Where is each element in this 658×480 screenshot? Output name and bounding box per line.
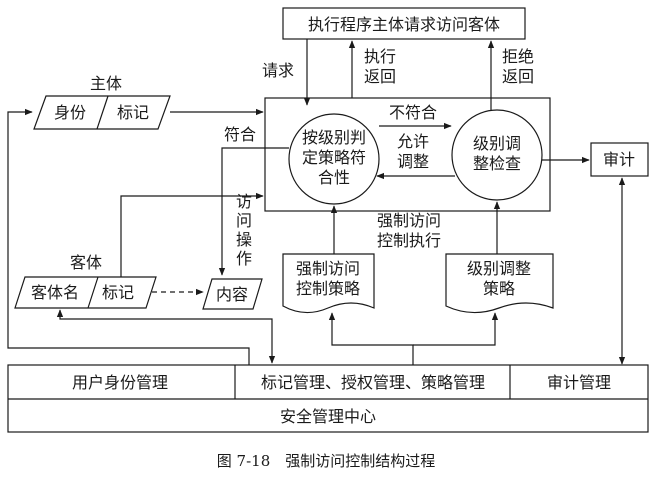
policy-check-circle bbox=[288, 113, 380, 205]
object-to-frame-arrow bbox=[120, 192, 264, 277]
object-label: 客体 bbox=[70, 253, 102, 272]
access-op-arrow bbox=[218, 147, 289, 276]
level-adjust-line-2: 整检查 bbox=[473, 154, 521, 173]
level-policy-line-2: 策略 bbox=[483, 279, 515, 298]
subject-divider bbox=[96, 95, 109, 130]
reject-return-label-2: 返回 bbox=[502, 67, 534, 86]
subject-identity: 身份 bbox=[54, 103, 86, 122]
exec-return-label-1: 执行 bbox=[364, 47, 396, 66]
level-adjust-line-1: 级别调 bbox=[473, 134, 521, 153]
mgmt-object-arrow bbox=[56, 309, 276, 364]
mgmt-to-level-doc-arrow bbox=[413, 312, 499, 346]
conform-label: 符合 bbox=[224, 125, 256, 144]
mark-auth-policy-mgmt: 标记管理、授权管理、策略管理 bbox=[261, 373, 485, 392]
policy-check-line-1: 按级别判 bbox=[302, 128, 366, 147]
request-label: 请求 bbox=[262, 61, 294, 80]
mac-policy-line-1: 强制访问 bbox=[296, 259, 360, 278]
mac-policy-line-2: 控制策略 bbox=[296, 279, 360, 298]
figure-caption: 图 7-18 强制访问控制结构过程 bbox=[217, 452, 435, 470]
allow-adjust-label-2: 调整 bbox=[397, 152, 429, 171]
access-op-2: 问 bbox=[236, 211, 252, 230]
enforcement-frame bbox=[264, 97, 551, 212]
exec-return-label-2: 返回 bbox=[364, 67, 396, 86]
allow-adjust-label-1: 允许 bbox=[397, 132, 429, 151]
audit-label: 审计 bbox=[603, 150, 635, 169]
level-policy-doc bbox=[445, 253, 554, 314]
mgmt-to-subject-arrow bbox=[7, 108, 250, 365]
subject-label: 主体 bbox=[90, 74, 122, 93]
audit-box bbox=[590, 142, 649, 177]
top-request-box bbox=[282, 7, 526, 40]
object-name: 客体名 bbox=[31, 283, 79, 302]
audit-mgmt: 审计管理 bbox=[547, 373, 611, 392]
level-policy-line-1: 级别调整 bbox=[467, 259, 531, 278]
mgmt-to-mac-doc-arrow bbox=[328, 312, 414, 365]
access-op-4: 作 bbox=[236, 249, 252, 268]
user-identity-mgmt: 用户身份管理 bbox=[72, 373, 168, 392]
object-box bbox=[14, 276, 157, 309]
object-divider bbox=[87, 276, 99, 309]
mac-policy-doc bbox=[282, 253, 375, 314]
not-conform-label: 不符合 bbox=[389, 103, 437, 122]
content-box bbox=[202, 278, 263, 310]
reject-return-label-1: 拒绝 bbox=[502, 47, 534, 66]
subject-mark: 标记 bbox=[117, 103, 149, 122]
security-center: 安全管理中心 bbox=[280, 407, 376, 426]
top-request-label: 执行程序主体请求访问客体 bbox=[308, 15, 500, 34]
content-label: 内容 bbox=[216, 285, 248, 304]
policy-check-line-3: 合性 bbox=[318, 168, 350, 187]
access-op-3: 操 bbox=[236, 230, 252, 249]
policy-check-line-2: 定策略符 bbox=[302, 148, 366, 167]
access-op-1: 访 bbox=[236, 192, 252, 211]
object-mark: 标记 bbox=[102, 283, 134, 302]
level-adjust-circle bbox=[451, 109, 543, 201]
mac-exec-label-1: 强制访问 bbox=[377, 211, 441, 230]
mac-exec-label-2: 控制执行 bbox=[377, 231, 441, 250]
